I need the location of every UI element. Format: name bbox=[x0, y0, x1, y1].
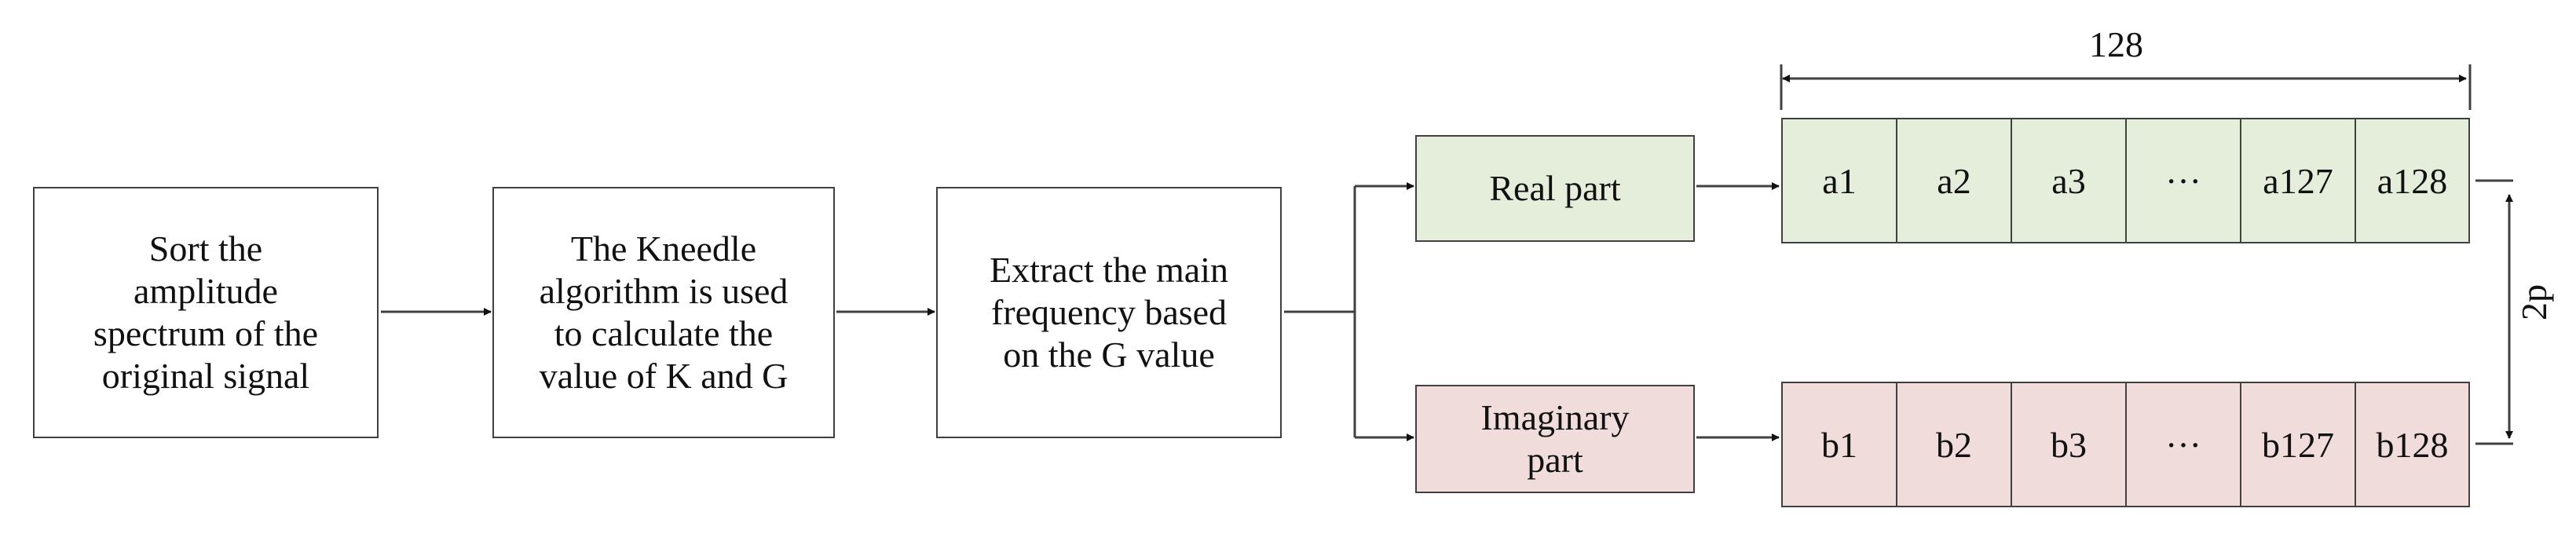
imag-cell: b127 bbox=[2240, 382, 2356, 507]
imag-cell-label: b128 bbox=[2376, 424, 2449, 465]
real-cell: ··· bbox=[2125, 118, 2241, 243]
step-extract-box: Extract the main frequency based on the … bbox=[936, 187, 1282, 438]
real-part-label: Real part bbox=[1489, 168, 1621, 208]
real-cell: a128 bbox=[2355, 118, 2470, 243]
step-kneedle-box: The Kneedle algorithm is used to calcula… bbox=[492, 187, 835, 438]
real-cell: a127 bbox=[2240, 118, 2356, 243]
imaginary-part-label: Imaginary part bbox=[1480, 397, 1630, 480]
step-sort-box: Sort the amplitude spectrum of the origi… bbox=[33, 187, 379, 438]
imag-cell-label: b127 bbox=[2262, 424, 2334, 465]
real-cell-label: a127 bbox=[2263, 160, 2333, 201]
imaginary-part-box: Imaginary part bbox=[1415, 385, 1695, 493]
imag-cell: b128 bbox=[2355, 382, 2470, 507]
real-cell-label: a128 bbox=[2377, 160, 2448, 201]
real-cell-label: a1 bbox=[1822, 160, 1857, 201]
real-part-box: Real part bbox=[1415, 135, 1695, 242]
imag-cell: ··· bbox=[2125, 382, 2241, 507]
imag-cell: b2 bbox=[1896, 382, 2012, 507]
width-dimension-label: 128 bbox=[2089, 24, 2143, 64]
imag-cell-label: b1 bbox=[1821, 424, 1857, 465]
imag-cell-label: b2 bbox=[1936, 424, 1972, 465]
real-cell: a2 bbox=[1896, 118, 2012, 243]
imag-cell: b1 bbox=[1781, 382, 1897, 507]
real-cell-label: a3 bbox=[2051, 160, 2086, 201]
step-extract-label: Extract the main frequency based on the … bbox=[990, 250, 1228, 375]
imag-cell: b3 bbox=[2011, 382, 2127, 507]
step-sort-label: Sort the amplitude spectrum of the origi… bbox=[93, 229, 319, 396]
height-dimension-label: 2p bbox=[2514, 284, 2554, 320]
real-cell: a3 bbox=[2011, 118, 2127, 243]
step-kneedle-label: The Kneedle algorithm is used to calcula… bbox=[539, 229, 789, 396]
real-cell-label: a2 bbox=[1937, 160, 1971, 201]
imag-cell-label: ··· bbox=[2165, 424, 2201, 465]
real-cell: a1 bbox=[1781, 118, 1897, 243]
real-cell-label: ··· bbox=[2165, 160, 2201, 201]
imag-cell-label: b3 bbox=[2051, 424, 2087, 465]
